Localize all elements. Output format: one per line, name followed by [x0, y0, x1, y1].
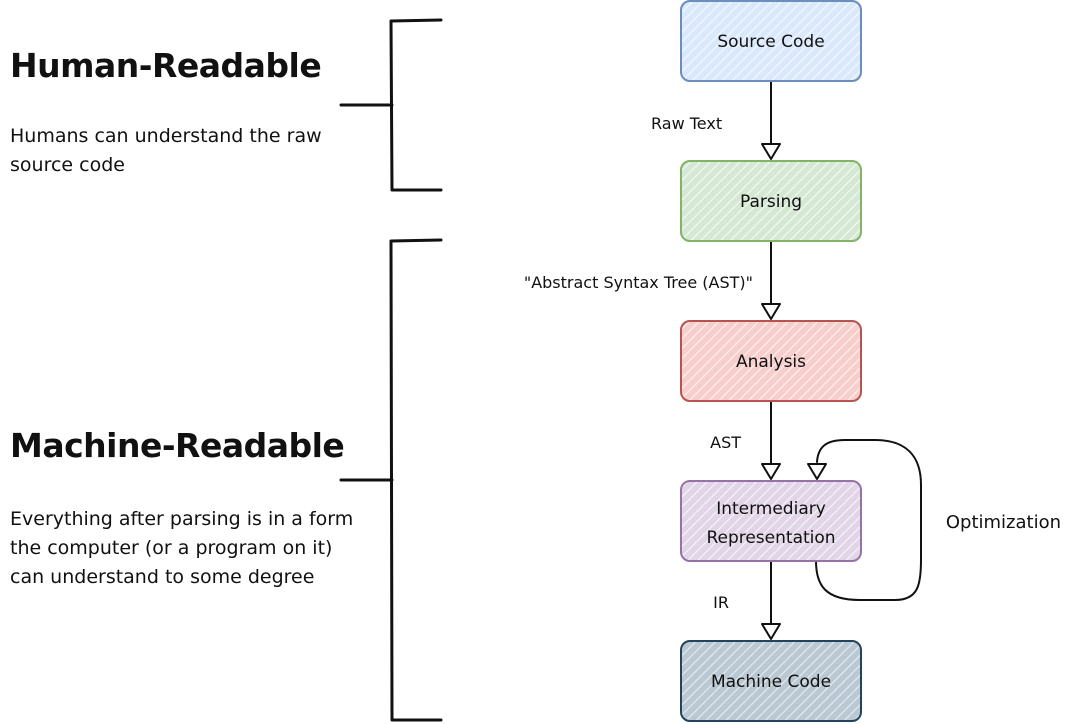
edge-parsing-to-analysis: [761, 241, 781, 320]
edge-label-raw-text: Raw Text: [651, 114, 722, 133]
edge-label-optimization: Optimization: [946, 512, 1061, 533]
ir-label-line2: Representation: [706, 528, 835, 548]
human-readable-title: Human-Readable: [10, 46, 322, 85]
edge-label-ast: AST: [710, 433, 741, 452]
human-readable-description: Humans can understand the raw source cod…: [10, 125, 322, 176]
node-machine-code: Machine Code: [680, 640, 862, 722]
analysis-label: Analysis: [736, 352, 806, 372]
machine-code-label: Machine Code: [711, 672, 831, 692]
ir-box: [680, 480, 862, 562]
human-readable-bracket: [339, 18, 443, 192]
source-code-label: Source Code: [717, 32, 824, 52]
parsing-label: Parsing: [740, 192, 802, 212]
analysis-box: [680, 320, 862, 402]
machine-readable-description: Everything after parsing is in a form th…: [10, 508, 354, 588]
arrowhead-icon: [761, 143, 781, 160]
edge-ir-to-machine: [761, 561, 781, 640]
edge-label-ir: IR: [713, 593, 729, 612]
node-analysis: Analysis: [680, 320, 862, 402]
edge-source-to-parsing: [761, 81, 781, 160]
machine-code-box: [680, 640, 862, 722]
machine-readable-bracket: [339, 238, 443, 722]
ir-label-line1: Intermediary: [716, 499, 826, 519]
edge-analysis-to-ir: [761, 401, 781, 480]
arrowhead-icon: [761, 303, 781, 320]
parsing-box: [680, 160, 862, 242]
machine-readable-title: Machine-Readable: [10, 426, 345, 465]
edge-label-ast-full: "Abstract Syntax Tree (AST)": [524, 273, 753, 292]
node-intermediary-representation: Intermediary Representation: [680, 480, 862, 562]
optimization-loop-edge: [807, 439, 922, 601]
source-code-box: [680, 0, 862, 82]
arrowhead-icon: [807, 463, 827, 480]
node-parsing: Parsing: [680, 160, 862, 242]
arrowhead-icon: [761, 463, 781, 480]
arrowhead-icon: [761, 623, 781, 640]
node-source-code: Source Code: [680, 0, 862, 82]
